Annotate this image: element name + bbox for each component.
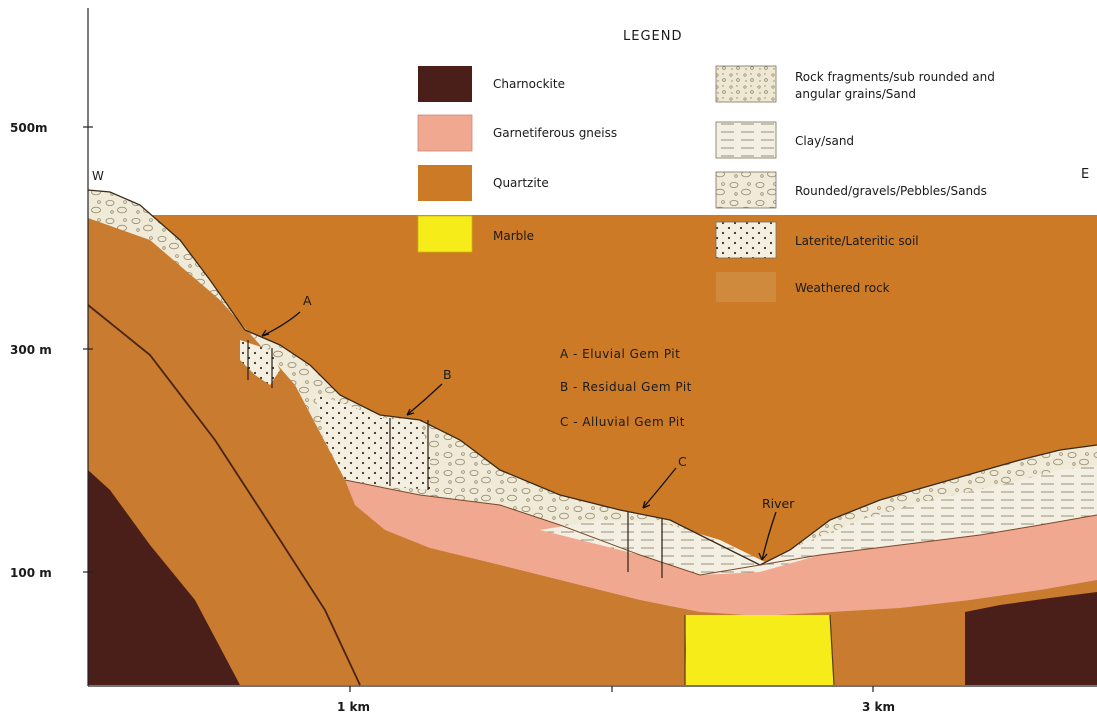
legend-swatch-gneiss bbox=[418, 115, 472, 151]
x-tick-1km: 1 km bbox=[337, 700, 370, 714]
pit-key-c: C - Alluvial Gem Pit bbox=[560, 415, 685, 429]
pit-label-b: B bbox=[443, 367, 452, 382]
direction-east: E bbox=[1081, 167, 1089, 182]
pit-label-c: C bbox=[678, 454, 687, 469]
legend-swatch-quartzite bbox=[418, 165, 472, 201]
legend-title: LEGEND bbox=[623, 29, 682, 44]
legend-label-clay: Clay/sand bbox=[795, 134, 854, 148]
legend-label-quartzite: Quartzite bbox=[493, 176, 549, 190]
y-tick-100: 100 m bbox=[10, 566, 52, 580]
direction-west: W bbox=[92, 169, 104, 183]
legend-label-laterite: Laterite/Lateritic soil bbox=[795, 234, 919, 248]
legend-label-rock-fragments-line1: Rock fragments/sub rounded and bbox=[795, 70, 995, 84]
pit-key-b: B - Residual Gem Pit bbox=[560, 380, 692, 394]
legend-swatch-marble bbox=[418, 216, 472, 252]
legend-swatch-charnockite bbox=[418, 66, 472, 102]
legend-swatch-laterite bbox=[716, 222, 776, 258]
legend-swatch-gravel bbox=[716, 172, 776, 208]
legend-swatch-weathered bbox=[716, 272, 776, 302]
legend-label-charnockite: Charnockite bbox=[493, 77, 565, 91]
legend-swatch-clay bbox=[716, 122, 776, 158]
legend-label-gneiss: Garnetiferous gneiss bbox=[493, 126, 617, 140]
x-tick-3km: 3 km bbox=[862, 700, 895, 714]
marble-body bbox=[685, 615, 834, 685]
river-label: River bbox=[762, 496, 795, 511]
legend-label-rock-fragments: Rock fragments/sub rounded and angular g… bbox=[795, 70, 999, 101]
legend-label-rock-fragments-line2: angular grains/Sand bbox=[795, 87, 916, 101]
legend-swatch-rock-fragments bbox=[716, 66, 776, 102]
legend-label-gravel: Rounded/gravels/Pebbles/Sands bbox=[795, 184, 987, 198]
pit-label-a: A bbox=[303, 293, 312, 308]
pit-key-a: A - Eluvial Gem Pit bbox=[560, 347, 680, 361]
legend-label-marble: Marble bbox=[493, 229, 534, 243]
y-tick-300: 300 m bbox=[10, 343, 52, 357]
legend-label-weathered: Weathered rock bbox=[795, 281, 890, 295]
y-tick-500: 500m bbox=[10, 121, 48, 135]
